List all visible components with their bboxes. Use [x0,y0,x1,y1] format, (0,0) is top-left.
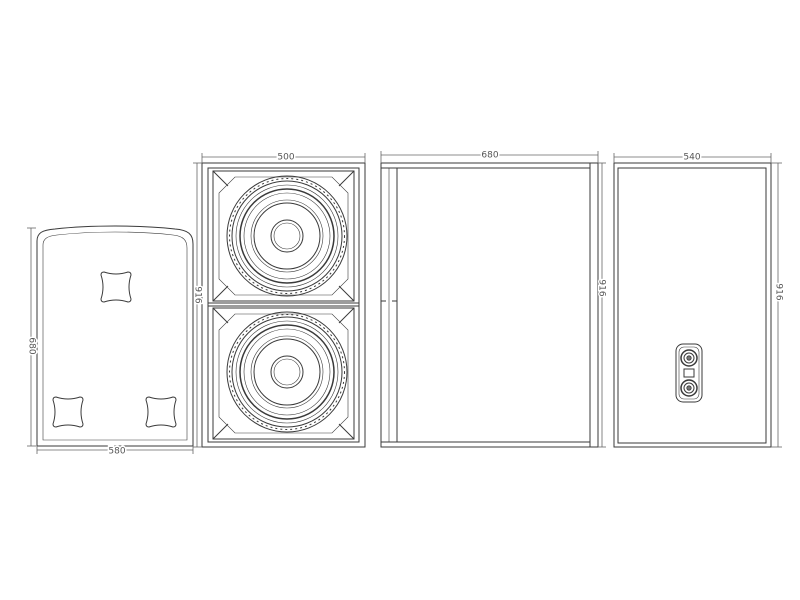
upper-baffle [212,170,355,302]
side-outer [380,162,599,448]
side-depth-label: 680 [481,151,498,161]
front-inner-frame [207,167,360,443]
connector-pin [686,385,692,391]
back-inner [617,167,767,444]
chamfer-line [338,170,355,187]
back-view: 540 916 [613,151,785,448]
chamfer-line [338,307,355,324]
front-view: 500 916 [191,151,366,448]
plan-inner-outline [42,231,188,441]
chamfer-line [212,170,229,187]
connector-plate [675,343,703,403]
back-height-dimension: 916 [771,162,785,448]
lower-baffle [212,307,355,440]
connector-label-plate [683,368,695,378]
chamfer-line [212,423,229,440]
chamfer-line [338,285,355,302]
chamfer-line [212,307,229,324]
side-height-dimension: 916 [595,162,608,448]
front-outer-frame [201,162,366,448]
front-width-dimension: 500 [201,151,366,164]
back-width-label: 540 [683,153,700,163]
plan-width-dimension: 580 [36,445,194,458]
back-outer [613,162,772,448]
chamfer-line [338,423,355,440]
speakon-connector-top [680,349,698,367]
chamfer-line [212,285,229,302]
side-depth-dimension: 680 [380,149,599,163]
side-height-label: 916 [597,279,607,296]
speakon-connector-bottom [680,379,698,397]
side-view: 680 916 [380,149,608,448]
upper-baffle-inset [218,176,349,296]
connector-plate-inner [678,346,700,400]
front-width-label: 500 [277,153,294,163]
plan-depth-dimension: 680 [25,227,38,447]
front-height-label: 916 [193,286,203,303]
connector-plate-outline [675,343,703,403]
plan-view: 680 580 [25,225,194,458]
back-height-label: 916 [774,283,784,300]
plan-depth-label: 680 [27,337,37,354]
plan-width-label: 580 [108,447,125,457]
lower-baffle-inset [218,313,349,434]
plan-outline [36,225,194,447]
front-height-dimension: 916 [191,162,204,448]
connector-pin [686,355,692,361]
back-width-dimension: 540 [613,151,772,164]
